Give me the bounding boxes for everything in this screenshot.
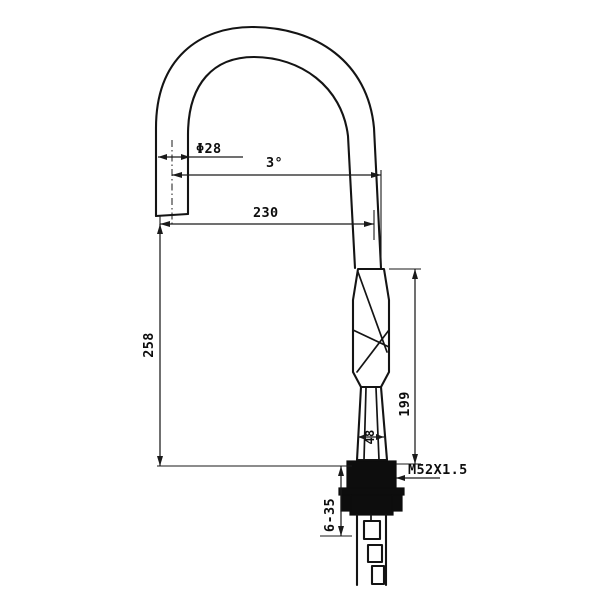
deck-thickness-arrowhead-top	[338, 466, 344, 476]
height-arrowhead-bottom	[157, 456, 163, 466]
thread-label: M52X1.5	[408, 462, 468, 478]
spray-head-lower-taper	[355, 385, 389, 462]
hose-connector-middle	[366, 543, 384, 564]
spray-head-inner-tube-right	[375, 387, 380, 461]
angle-arrowhead-left	[172, 172, 182, 178]
sprayhead-width-label: 48	[363, 429, 377, 444]
dimension-spout-outlet-diameter: Φ28	[158, 140, 243, 224]
spray-head-facet-line-3	[356, 329, 390, 373]
angle-label: 3°	[266, 155, 283, 171]
height-arrowhead-top	[157, 224, 163, 234]
phi28-label: Φ28	[196, 141, 222, 157]
faucet-body-group	[154, 25, 405, 587]
deck-thickness-arrowhead-bottom	[338, 526, 344, 536]
lock-nut-right-ear	[391, 494, 403, 512]
height-label: 258	[141, 332, 157, 358]
phi28-arrowhead-right	[181, 154, 190, 160]
gooseneck-outer-contour	[154, 25, 383, 270]
threaded-shank-body	[349, 494, 394, 516]
angle-arrowhead-right	[371, 172, 381, 178]
hose-connector-lower	[370, 564, 386, 586]
dimension-spout-reach: 230	[159, 205, 375, 240]
dimension-mounting-thread: M52X1.5	[396, 462, 468, 481]
sprayhead-arrowhead-bottom	[412, 454, 418, 464]
dimension-spout-outlet-angle: 3°	[172, 155, 382, 268]
dimension-spray-head-height: 199	[389, 268, 421, 465]
spray-head-inner-tube-left	[363, 387, 367, 461]
dimension-deck-thickness: 6-35	[320, 465, 352, 537]
sprayhead-height-label: 199	[397, 391, 413, 417]
mounting-washer-plate	[338, 487, 405, 496]
lock-nut-left-ear	[340, 494, 352, 512]
deck-thickness-label: 6-35	[322, 498, 338, 532]
deck-escutcheon-block	[346, 460, 397, 489]
hose-connector-upper	[362, 519, 382, 541]
reach-arrowhead-right	[364, 221, 374, 227]
phi28-arrowhead-left	[158, 154, 167, 160]
gooseneck-inner-contour	[186, 55, 357, 270]
thread-leader-arrowhead	[396, 475, 405, 481]
reach-arrowhead-left	[160, 221, 170, 227]
dimension-spray-head-width: 48	[358, 429, 384, 445]
sprayhead-width-arrowhead-left	[358, 434, 366, 440]
reach-label: 230	[253, 205, 279, 221]
sprayhead-arrowhead-top	[412, 269, 418, 279]
dimension-overall-height: 258	[141, 224, 350, 467]
sprayhead-width-arrowhead-right	[376, 434, 384, 440]
spray-head-facet-line-2	[352, 329, 390, 348]
